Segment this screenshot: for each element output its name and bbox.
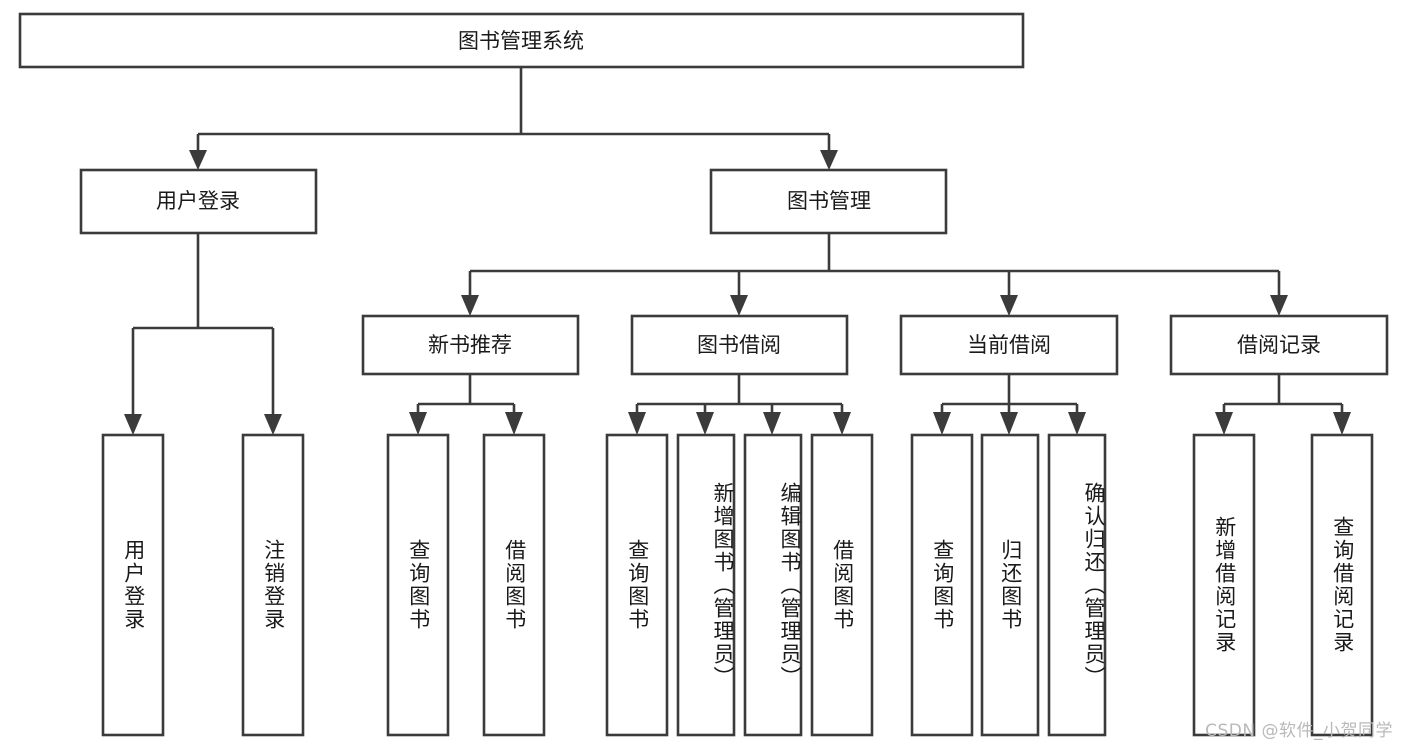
arrow-head-l3-3 <box>1000 295 1018 316</box>
leaf-rect-query-book-3[interactable] <box>910 433 974 737</box>
arrow-head-ul-1 <box>124 414 142 435</box>
node-user-login[interactable]: 用户登录 <box>79 168 318 235</box>
leaf-rect-return-book[interactable] <box>980 433 1040 737</box>
node-borrow-record-rect[interactable] <box>1169 314 1389 376</box>
arrow-head-rc-1 <box>1215 412 1233 435</box>
node-borrow-record-label: 借阅记录 <box>1237 333 1321 357</box>
node-book-borrow-rect[interactable] <box>630 314 849 376</box>
node-current-borrow[interactable]: 当前借阅 <box>899 314 1119 376</box>
node-root[interactable]: 图书管理系统 <box>18 12 1025 69</box>
arrow-head-bb-3 <box>763 412 781 435</box>
arrow-head-nb-2 <box>505 412 523 435</box>
node-user-login-label: 用户登录 <box>156 189 240 213</box>
node-book-manage-rect[interactable] <box>709 168 948 235</box>
node-book-manage-label: 图书管理 <box>787 189 871 213</box>
node-root-rect[interactable] <box>18 12 1025 69</box>
leaf-rect-confirm-return[interactable] <box>1047 433 1107 737</box>
leaf-rect-logout[interactable] <box>241 433 305 737</box>
node-root-label: 图书管理系统 <box>458 29 584 53</box>
leaf-rect-query-book-2[interactable] <box>605 433 669 737</box>
arrow-head-l3-4 <box>1270 295 1288 316</box>
node-new-book-recommend-label: 新书推荐 <box>428 333 512 357</box>
leaf-rect-user-login[interactable] <box>101 433 165 737</box>
arrow-head-cb-2 <box>1000 412 1018 435</box>
leaf-rect-add-record[interactable] <box>1192 433 1256 737</box>
arrow-head-rc-2 <box>1333 412 1351 435</box>
connector-layer <box>124 67 1351 435</box>
arrow-head-nb-1 <box>409 412 427 435</box>
arrow-head-book-manage <box>820 150 838 170</box>
leaf-rect-borrow-book-1[interactable] <box>482 433 546 737</box>
arrow-head-cb-1 <box>933 412 951 435</box>
csdn-watermark: CSDN @软件_小贺同学 <box>1205 721 1393 741</box>
node-new-book-recommend[interactable]: 新书推荐 <box>361 314 580 376</box>
leaf-rect-edit-book[interactable] <box>743 433 803 737</box>
node-layer: 图书管理系统 用户登录 图书管理 新书推荐 图书借阅 当前 <box>18 12 1389 737</box>
node-user-login-rect[interactable] <box>79 168 318 235</box>
arrow-head-bb-2 <box>696 412 714 435</box>
leaf-rect-add-book[interactable] <box>676 433 736 737</box>
arrow-head-l3-2 <box>730 295 748 316</box>
leaf-rect-query-record[interactable] <box>1310 433 1374 737</box>
node-current-borrow-label: 当前借阅 <box>967 333 1051 357</box>
node-book-borrow[interactable]: 图书借阅 <box>630 314 849 376</box>
node-current-borrow-rect[interactable] <box>899 314 1119 376</box>
arrow-head-ul-2 <box>264 414 282 435</box>
arrow-head-user-login <box>189 150 207 170</box>
node-book-borrow-label: 图书借阅 <box>697 333 781 357</box>
node-borrow-record[interactable]: 借阅记录 <box>1169 314 1389 376</box>
node-new-book-recommend-rect[interactable] <box>361 314 580 376</box>
arrow-head-l3-1 <box>461 295 479 316</box>
node-book-manage[interactable]: 图书管理 <box>709 168 948 235</box>
arrow-head-bb-4 <box>833 412 851 435</box>
arrow-head-cb-3 <box>1068 412 1086 435</box>
arrow-head-bb-1 <box>628 412 646 435</box>
leaf-rect-query-book-1[interactable] <box>386 433 450 737</box>
leaf-rect-borrow-book-2[interactable] <box>810 433 874 737</box>
